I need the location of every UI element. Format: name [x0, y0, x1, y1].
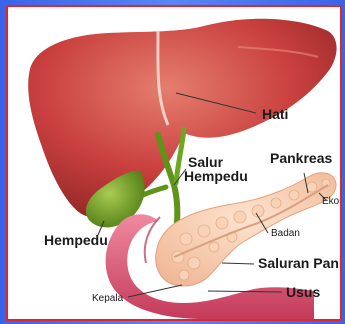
- label-hati: Hati: [262, 107, 288, 121]
- label-saluran-pankreas: Saluran Pankreas: [258, 256, 342, 270]
- label-salur-hempedu-2: Hempedu: [184, 169, 248, 183]
- label-ekor: Ekor: [322, 197, 342, 207]
- label-salur-hempedu-1: Salur: [188, 155, 223, 169]
- label-pankreas: Pankreas: [270, 151, 332, 165]
- diagram-panel: Hati Salur Hempedu Pankreas Ekor Hempedu…: [6, 5, 342, 321]
- label-badan: Badan: [271, 229, 300, 239]
- label-kepala: Kepala: [92, 294, 123, 304]
- label-usus: Usus: [286, 285, 320, 299]
- label-hempedu: Hempedu: [44, 233, 108, 247]
